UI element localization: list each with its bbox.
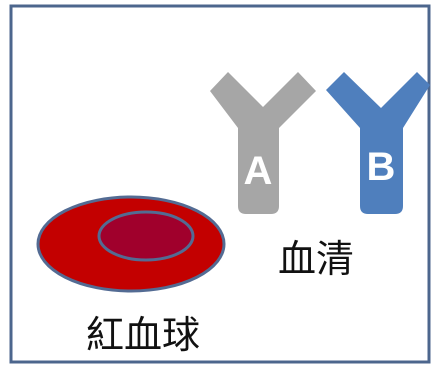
diagram-frame <box>9 4 431 364</box>
antibody-a-letter: A <box>244 149 273 193</box>
antibody-b-icon: B <box>326 72 430 214</box>
antibody-a-icon: A <box>210 72 316 214</box>
antibody-b-shape <box>326 72 430 214</box>
antibody-b-letter: B <box>367 145 396 189</box>
serum-label: 血清 <box>278 237 354 281</box>
red-blood-cell-label: 紅血球 <box>86 313 200 357</box>
red-blood-cell-center <box>97 210 195 262</box>
antibody-a-shape <box>210 72 316 214</box>
red-blood-cell-icon <box>36 195 226 293</box>
